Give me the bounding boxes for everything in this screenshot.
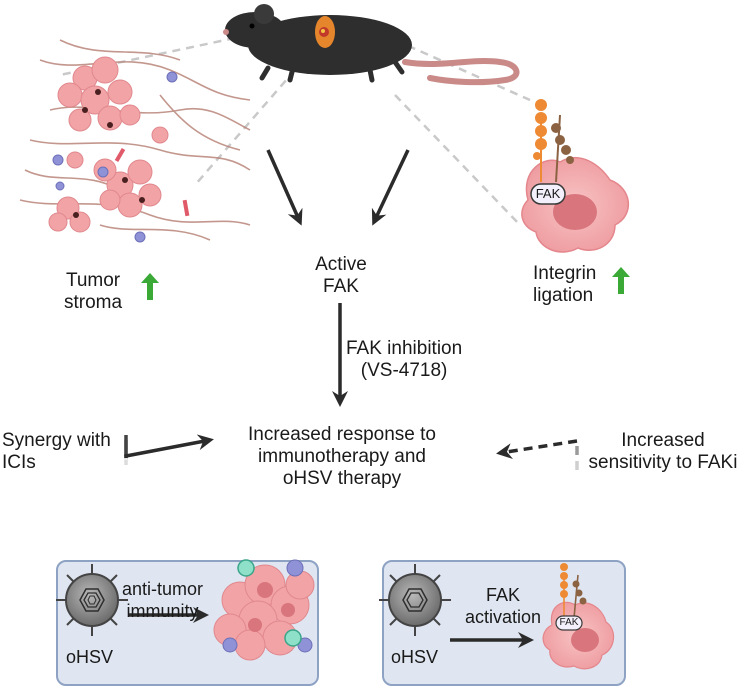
increased-response-label: Increased response to immunotherapy and …	[247, 424, 436, 489]
mouse-icon	[223, 4, 520, 86]
fak-activation-label: FAK activation	[465, 585, 542, 627]
immune-tumor-cluster-icon	[213, 559, 315, 661]
virus-icon	[56, 564, 128, 636]
active-fak-label: Active FAK	[315, 254, 367, 297]
synergy-label: Synergy with ICIs	[2, 430, 111, 473]
arrows-to-active-fak	[266, 149, 410, 407]
integrin-ligation-label: Integrin ligation	[533, 263, 597, 306]
tumor-stroma-icon	[19, 39, 251, 243]
fak-tag-bottom: FAK	[559, 617, 579, 628]
ohsv-right-label: oHSV	[391, 647, 439, 667]
synergy-arrow	[124, 434, 214, 465]
fak-tag-top: FAK	[535, 186, 561, 201]
fak-inhibition-label: FAK inhibition (VS-4718)	[346, 338, 463, 381]
up-arrow-icon	[141, 267, 630, 300]
increased-sensitivity-label: Increased sensitivity to FAKi	[588, 430, 738, 473]
integrin-cell-icon	[521, 99, 630, 253]
ohsv-left-label: oHSV	[66, 647, 114, 667]
sensitivity-dashed-arrow	[496, 439, 579, 470]
tumor-stroma-label: Tumor stroma	[64, 270, 123, 313]
anti-tumor-immunity-label: anti-tumor immunity	[122, 579, 204, 621]
virus-icon-right	[379, 564, 451, 636]
integrin-cell-icon-small	[542, 563, 615, 670]
